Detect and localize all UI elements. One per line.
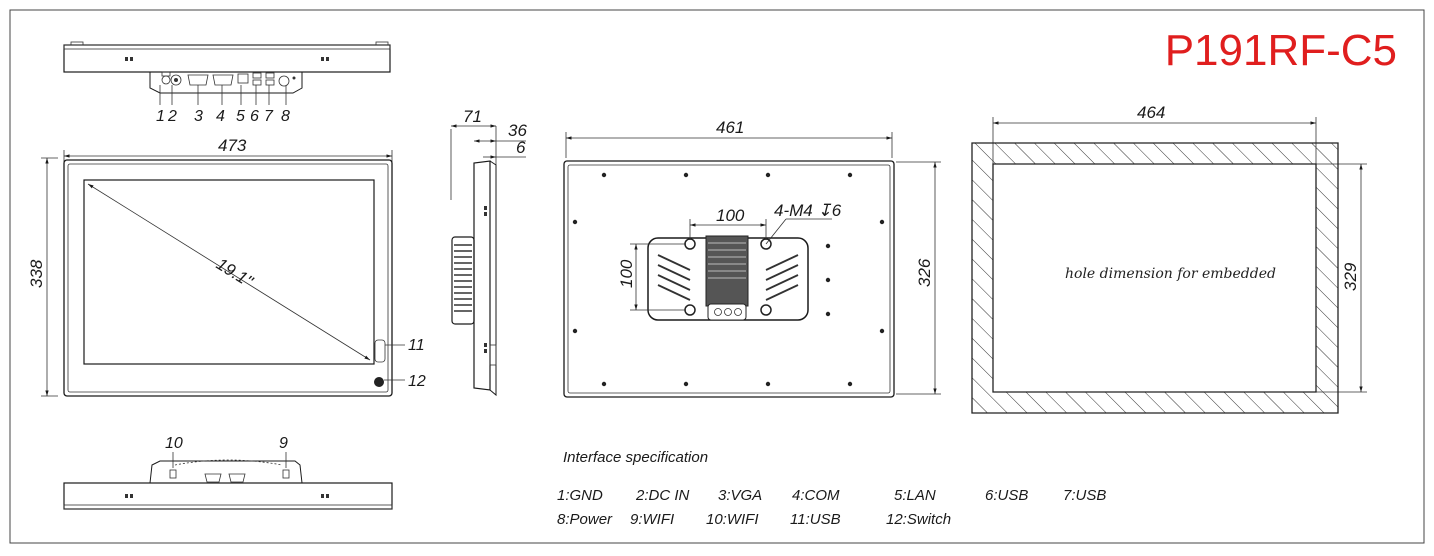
side-thin-label: 6 xyxy=(516,138,526,157)
spec-item: 2:DC IN xyxy=(635,487,690,504)
port-number: 4 xyxy=(216,108,225,125)
callout-10: 10 xyxy=(165,435,183,452)
callout-11: 11 xyxy=(408,337,425,354)
interface-heading: Interface specification xyxy=(563,449,708,466)
bottom-view: 10 9 xyxy=(63,435,393,510)
spec-item: 5:LAN xyxy=(894,487,936,504)
port-number: 6 xyxy=(250,108,259,125)
spec-item: 11:USB xyxy=(790,511,841,528)
vesa-height-label: 100 xyxy=(617,259,636,288)
cutout-width-label: 464 xyxy=(1137,103,1165,122)
spec-item: 1:GND xyxy=(557,487,603,504)
top-view: 1 2 3 4 5 6 7 8 xyxy=(63,41,391,125)
spec-item: 4:COM xyxy=(792,487,840,504)
screw-spec-label: 4-M4 ↧6 xyxy=(774,201,842,220)
model-title: P191RF-C5 xyxy=(1165,26,1397,75)
vesa-width-label: 100 xyxy=(716,206,745,225)
port-number: 1 xyxy=(156,108,165,125)
sheet-border xyxy=(9,9,1425,544)
port-number: 8 xyxy=(281,108,290,125)
spec-item: 3:VGA xyxy=(718,487,762,504)
back-view: 461 326 10 xyxy=(563,118,941,398)
port-number: 3 xyxy=(194,108,203,125)
spec-item: 10:WIFI xyxy=(706,511,759,528)
spec-item: 9:WIFI xyxy=(630,511,674,528)
callout-9: 9 xyxy=(279,435,288,452)
front-view: 473 338 19.1" 11 12 xyxy=(27,136,426,397)
side-view: 71 36 6 xyxy=(450,107,527,397)
front-width-label: 473 xyxy=(218,136,247,155)
port-number: 2 xyxy=(167,108,177,125)
cutout-height-label: 329 xyxy=(1341,262,1360,291)
port-number: 5 xyxy=(236,108,245,125)
cutout-view: 464 329 hole dimension for embedded xyxy=(971,103,1367,414)
spec-item: 7:USB xyxy=(1063,487,1106,504)
side-bezel-label: 36 xyxy=(508,121,527,140)
spec-item: 8:Power xyxy=(557,511,613,528)
back-width-label: 461 xyxy=(716,118,744,137)
cutout-note: hole dimension for embedded xyxy=(1065,266,1276,282)
diagonal-label: 19.1" xyxy=(213,254,257,291)
port-number: 7 xyxy=(264,108,274,125)
spec-item: 12:Switch xyxy=(886,511,951,528)
interface-spec: Interface specification 1:GND 2:DC IN 3:… xyxy=(557,449,1106,528)
side-depth-label: 71 xyxy=(463,107,482,126)
spec-item: 6:USB xyxy=(985,487,1028,504)
callout-12: 12 xyxy=(408,373,426,390)
back-height-label: 326 xyxy=(915,258,934,287)
front-height-label: 338 xyxy=(27,259,46,288)
